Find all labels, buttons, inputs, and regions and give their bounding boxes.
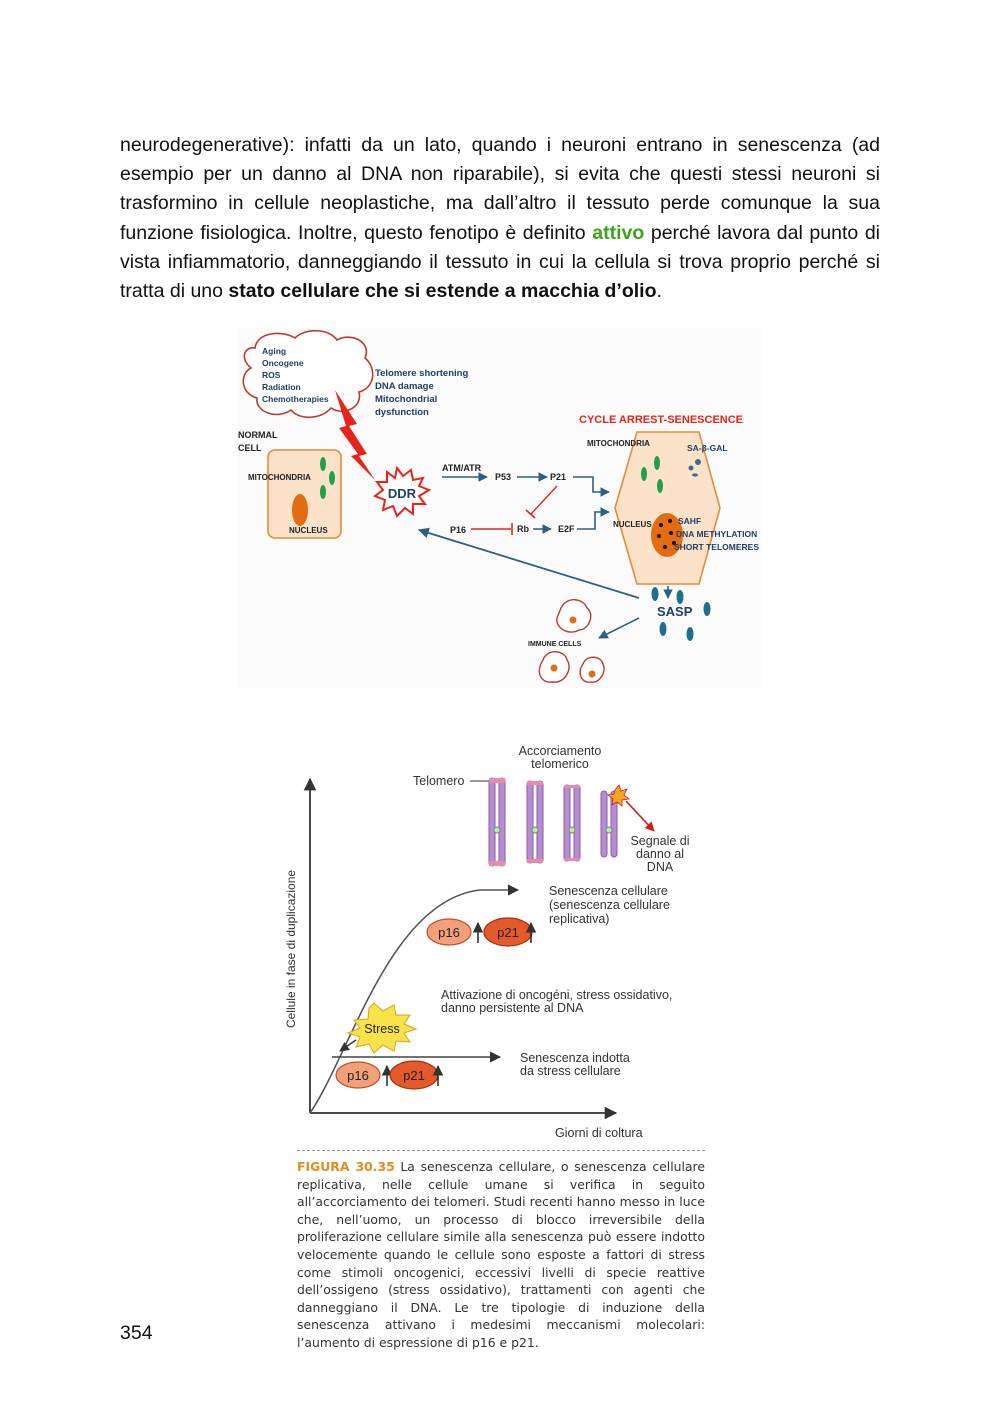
normal-cell (267, 449, 342, 539)
accorciamento-label-2: telomerico (531, 757, 589, 771)
p16-label-lower: p16 (347, 1068, 369, 1083)
immune-cell (579, 656, 605, 683)
figure-caption: FIGURA 30.35 La senescenza cellulare, o … (297, 1150, 705, 1352)
segnale-label-3: DNA (647, 860, 674, 874)
senescent-cell (614, 431, 721, 585)
paragraph-end: . (656, 280, 662, 303)
p16-badge (335, 1061, 381, 1089)
x-axis-label: Giorni di coltura (555, 1126, 643, 1140)
p21-label-lower: p21 (403, 1068, 425, 1083)
normal-cell-label-2: CELL (238, 443, 262, 453)
sagal-granule (688, 465, 694, 471)
senescent-nucleus-label: NUCLEUS (613, 520, 652, 529)
feature-methylation: DNA METHYLATION (676, 529, 757, 539)
mitochondrion (654, 456, 660, 470)
p16-badge (426, 918, 472, 946)
mitochondrion (329, 471, 335, 485)
arrest-title: CYCLE ARREST-SENESCENCE (579, 414, 743, 426)
p21-label: P21 (550, 472, 566, 482)
caption-label: FIGURA 30.35 (297, 1159, 395, 1174)
senescenza-ind-1: Senescenza indotta (520, 1051, 630, 1065)
p21-label-upper: p21 (497, 925, 519, 940)
mitochondrion (320, 457, 326, 471)
p53-label: P53 (495, 472, 511, 482)
immune-label: IMMUNE CELLS (528, 641, 582, 648)
attivazione-2: danno persistente al DNA (441, 1001, 584, 1015)
damage-dna: DNA damage (375, 381, 434, 392)
p16-label: P16 (450, 525, 466, 535)
paragraph-text-1: neurodegenerative): infatti da un lato, … (120, 134, 880, 244)
stressor-oncogene: Oncogene (262, 358, 304, 368)
senescence-pathway-diagram: Aging Oncogene ROS Radiation Chemotherap… (237, 328, 762, 688)
senescent-nucleus (651, 513, 683, 557)
senescenza-ind-2: da stress cellulare (520, 1064, 621, 1078)
immune-cell (556, 599, 592, 633)
replicative-senescence-curve (309, 884, 520, 1114)
e2f-label: E2F (558, 524, 575, 534)
chromosome (488, 777, 506, 867)
stress-burst (346, 1002, 418, 1054)
damage-telomere: Telomere shortening (375, 368, 468, 379)
mitochondrion (320, 485, 326, 499)
stressor-ros: ROS (262, 370, 281, 380)
sasp-label: SASP (657, 604, 693, 619)
senescenza-rep-1: Senescenza cellulare (549, 884, 668, 898)
senescent-mitochondria-label: MITOCHONDRIA (587, 439, 650, 448)
sagal-label: SA-β-GAL (687, 443, 728, 453)
accorciamento-label-1: Accorciamento (519, 744, 602, 758)
lightning-bolt-icon (335, 390, 375, 480)
stressor-aging: Aging (262, 346, 286, 356)
ddr-burst (372, 465, 432, 518)
damage-mito: Mitochondrial (375, 394, 437, 405)
p16-label-upper: p16 (438, 925, 460, 940)
mitochondrion (641, 467, 647, 481)
atm-label: ATM/ATR (442, 463, 482, 473)
stress-label: Stress (364, 1022, 399, 1036)
mitochondria-label: MITOCHONDRIA (248, 473, 311, 482)
telomero-label: Telomero (413, 774, 464, 788)
senescenza-rep-3: replicativa) (549, 912, 609, 926)
sagal-granule (695, 459, 701, 465)
ddr-label: DDR (388, 486, 417, 501)
damage-dysfunction: dysfunction (375, 407, 429, 418)
sagal-granule (692, 473, 698, 477)
chromosome (600, 790, 618, 858)
body-paragraph: neurodegenerative): infatti da un lato, … (120, 131, 880, 306)
segnale-label-1: Segnale di (630, 834, 689, 848)
highlight-attivo: attivo (592, 221, 645, 244)
normal-cell-label-1: NORMAL (238, 430, 278, 440)
page-number: 354 (120, 1322, 153, 1344)
stressor-chemotherapies: Chemotherapies (262, 394, 329, 404)
senescence-curve-figure: Cellule in fase di duplicazione Giorni d… (284, 744, 690, 1140)
chromosome (526, 780, 544, 864)
segnale-label-2: danno al (636, 847, 684, 861)
nucleus (292, 494, 308, 526)
senescenza-rep-2: (senescenza cellulare (549, 898, 670, 912)
rb-label: Rb (517, 524, 529, 534)
mitochondrion (657, 479, 663, 493)
attivazione-1: Attivazione di oncogéni, stress ossidati… (441, 988, 672, 1002)
feature-sahf: SAHF (678, 516, 701, 526)
chromosome (563, 784, 581, 862)
bold-phrase: stato cellulare che si estende a macchia… (228, 280, 657, 303)
caption-text: La senescenza cellulare, o senescenza ce… (297, 1159, 705, 1350)
damage-burst-icon (607, 784, 630, 807)
paragraph-text-2: perché lavora dal punto di vista infiamm… (120, 221, 880, 303)
y-axis-label: Cellule in fase di duplicazione (284, 870, 298, 1028)
feature-telomeres: SHORT TELOMERES (674, 542, 759, 552)
nucleus-label: NUCLEUS (289, 526, 328, 535)
stressors-cloud (242, 329, 374, 419)
stressor-radiation: Radiation (262, 382, 301, 392)
